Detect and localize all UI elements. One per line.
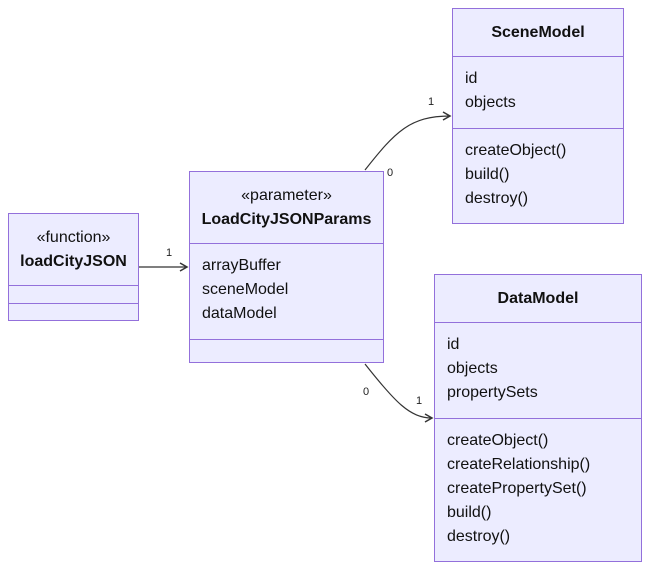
class-name: loadCityJSON [20, 252, 127, 270]
method-item: build() [447, 504, 492, 521]
class-attributes-section: arrayBuffer sceneModel dataModel [190, 244, 383, 340]
class-methods-section [9, 304, 138, 320]
class-methods-section: createObject() createRelationship() crea… [435, 419, 641, 561]
method-item: createObject() [447, 432, 549, 449]
class-box-scenemodel[interactable]: SceneModel id objects createObject() bui… [452, 8, 624, 224]
class-header: SceneModel [453, 9, 623, 57]
class-name: SceneModel [491, 23, 585, 41]
attribute-item: dataModel [202, 305, 277, 322]
class-attributes-section [9, 286, 138, 304]
multiplicity-datamodel-source: 0 [363, 386, 370, 398]
attribute-item: propertySets [447, 384, 538, 401]
edge-params-to-datamodel [364, 363, 434, 423]
attribute-item: objects [447, 360, 498, 377]
class-methods-section [190, 340, 383, 362]
class-methods-section: createObject() build() destroy() [453, 129, 623, 223]
class-header: «parameter» LoadCityJSONParams [190, 172, 383, 244]
class-box-loadcityjsonparams[interactable]: «parameter» LoadCityJSONParams arrayBuff… [189, 171, 384, 363]
class-stereotype: «function» [36, 228, 111, 246]
attribute-item: objects [465, 94, 516, 111]
class-stereotype: «parameter» [241, 186, 332, 204]
method-item: destroy() [447, 528, 511, 545]
multiplicity-scenemodel-target: 1 [428, 96, 435, 108]
multiplicity-datamodel-target: 1 [416, 395, 423, 407]
class-name: DataModel [497, 289, 579, 307]
class-box-datamodel[interactable]: DataModel id objects propertySets create… [434, 274, 642, 562]
attribute-item: id [465, 70, 478, 87]
class-name: LoadCityJSONParams [201, 210, 372, 228]
class-box-loadcityjson[interactable]: «function» loadCityJSON [8, 213, 139, 321]
class-attributes-section: id objects propertySets [435, 323, 641, 419]
method-item: destroy() [465, 190, 529, 207]
multiplicity-scenemodel-source: 0 [387, 167, 394, 179]
attribute-item: sceneModel [202, 281, 289, 298]
method-item: createPropertySet() [447, 480, 587, 497]
class-header: «function» loadCityJSON [9, 214, 138, 286]
method-item: createRelationship() [447, 456, 591, 473]
method-item: build() [465, 166, 510, 183]
edge-params-to-scenemodel [364, 111, 452, 171]
attribute-item: arrayBuffer [202, 257, 281, 274]
method-item: createObject() [465, 142, 567, 159]
class-header: DataModel [435, 275, 641, 323]
multiplicity-params-target: 1 [166, 247, 173, 259]
class-attributes-section: id objects [453, 57, 623, 129]
attribute-item: id [447, 336, 460, 353]
